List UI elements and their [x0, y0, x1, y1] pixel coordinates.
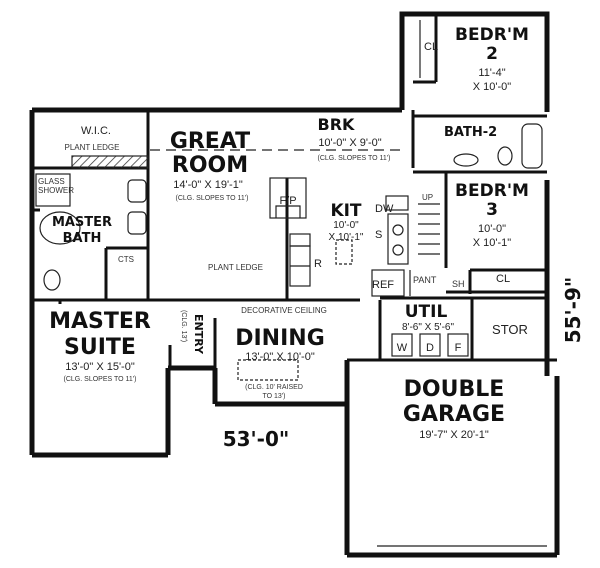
bedroom-2-name-line1: BEDR'M	[455, 25, 529, 45]
entry-note: (CLG. 13')	[180, 310, 187, 342]
refrigerator-r-label: R	[314, 258, 322, 270]
decorative-ceiling-label: DECORATIVE CEILING	[241, 306, 327, 315]
stairs-up-label: UP	[422, 193, 433, 202]
garage-name-line2: GARAGE	[403, 402, 505, 427]
master-suite-note: (CLG. SLOPES TO 11')	[64, 376, 137, 383]
fixtures	[35, 20, 547, 547]
overall-width-dimension: 53'-0"	[223, 427, 290, 451]
bedroom-3-size-line2: X 10'-1"	[473, 237, 512, 249]
dining-note-line2: TO 13')	[263, 393, 286, 400]
bedroom-2-size-line2: X 10'-0"	[473, 81, 512, 93]
plant-ledge-top-label: PLANT LEDGE	[65, 143, 120, 152]
pantry-label: PANT	[413, 275, 437, 285]
washer-w-label: W	[397, 342, 408, 354]
util-size: 8'-6" X 5'-6"	[402, 322, 455, 333]
bedroom-2-size-line1: 11'-4"	[478, 67, 505, 79]
great-room-note: (CLG. SLOPES TO 11')	[176, 195, 249, 202]
fireplace-label: F/P	[279, 195, 296, 207]
wic-label: W.I.C.	[81, 125, 111, 137]
kit-name: KIT	[330, 201, 361, 221]
kit-size-line2: X 10'-1"	[329, 232, 364, 243]
bedroom-3-size-line1: 10'-0"	[478, 223, 506, 235]
glass-shower-line2: SHOWER	[38, 186, 74, 195]
closet-bed3-label: CL	[496, 273, 510, 285]
dining-note-line1: (CLG. 10' RAISED	[245, 384, 303, 391]
overall-depth-dimension: 55'-9"	[561, 277, 585, 344]
freezer-f-label: F	[455, 342, 462, 354]
plant-ledge-mid-label: PLANT LEDGE	[208, 263, 263, 272]
brk-name: BRK	[318, 115, 356, 134]
sink-s-label: S	[375, 229, 382, 241]
glass-shower-line1: GLASS	[38, 177, 65, 186]
dining-size: 13'-0" X 10'-0"	[245, 351, 315, 363]
shelf-label: SH	[452, 279, 465, 289]
master-suite-name-line2: SUITE	[64, 335, 136, 360]
kit-size-line1: 10'-0"	[333, 220, 359, 231]
master-bath-name-line1: MASTER	[52, 215, 112, 230]
master-bath-name-line2: BATH	[63, 231, 102, 246]
bedroom-3-name-line2: 3	[486, 200, 498, 220]
brk-size: 10'-0" X 9'-0"	[318, 137, 381, 149]
dining-name: DINING	[235, 326, 325, 351]
brk-note: (CLG. SLOPES TO 11')	[318, 155, 391, 162]
stor-name: STOR	[492, 322, 528, 337]
great-room-name-line1: GREAT	[170, 129, 250, 154]
bedroom-3-name-line1: BEDR'M	[455, 181, 529, 201]
util-name: UTIL	[405, 302, 448, 322]
entry-name: ENTRY	[192, 314, 205, 355]
dw-label: DW	[375, 203, 394, 215]
master-suite-name-line1: MASTER	[49, 309, 151, 334]
exterior-walls	[29, 11, 560, 558]
dryer-d-label: D	[426, 342, 434, 354]
closet-bed2-label: CL	[424, 41, 438, 53]
great-room-name-line2: ROOM	[172, 153, 248, 178]
bedroom-2-name-line2: 2	[486, 44, 498, 64]
master-suite-size: 13'-0" X 15'-0"	[65, 361, 135, 373]
great-room-size: 14'-0" X 19'-1"	[173, 179, 243, 191]
garage-size: 19'-7" X 20'-1"	[419, 429, 489, 441]
ref-label: REF	[372, 279, 394, 291]
garage-name-line1: DOUBLE	[404, 377, 505, 402]
bath-2-name: BATH-2	[444, 125, 497, 140]
cts-label: CTS	[118, 255, 134, 264]
